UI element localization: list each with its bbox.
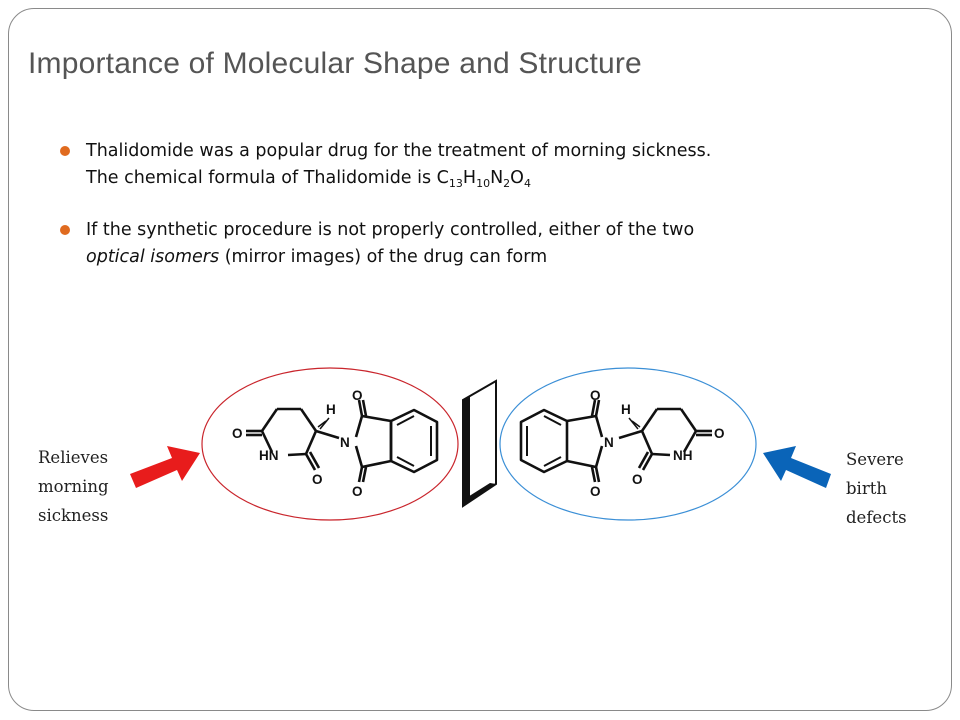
bullet-2-line-2: (mirror images) of the drug can form <box>219 247 548 267</box>
left-atom-o: O <box>232 426 243 441</box>
right-atom-o: O <box>590 388 601 403</box>
formula-o-count: 4 <box>523 177 531 190</box>
left-molecule <box>246 399 439 483</box>
left-label-line: Relieves <box>38 448 109 467</box>
right-isomer-ellipse <box>499 367 757 521</box>
left-atom-n: N <box>340 435 350 450</box>
right-molecule <box>519 399 712 483</box>
bullet-item-1: Thalidomide was a popular drug for the t… <box>60 138 886 192</box>
mirror-plane-icon <box>462 379 497 508</box>
left-label-line: morning <box>38 477 109 496</box>
right-atom-n: N <box>604 435 614 450</box>
right-atom-o: O <box>590 484 601 499</box>
left-atom-o: O <box>352 484 363 499</box>
right-label: Severe birth defects <box>846 445 907 532</box>
bullet-2-line-1: If the synthetic procedure is not proper… <box>86 220 695 240</box>
left-label-line: sickness <box>38 506 109 525</box>
left-atom-h: H <box>326 402 336 417</box>
left-atom-hn: HN <box>259 448 279 463</box>
formula-n-count: 2 <box>503 177 511 190</box>
right-atom-h: H <box>621 402 631 417</box>
formula-h-symbol: H <box>462 168 477 188</box>
bullet-item-2: If the synthetic procedure is not proper… <box>60 217 886 271</box>
right-atom-o: O <box>714 426 725 441</box>
left-atom-o: O <box>352 388 363 403</box>
right-atom-o: O <box>632 472 643 487</box>
formula-c-count: 13 <box>448 177 463 190</box>
right-label-line: birth <box>846 479 887 498</box>
right-atom-nh: NH <box>673 448 693 463</box>
right-arrow-icon <box>130 446 200 488</box>
right-label-line: Severe <box>846 450 904 469</box>
bullet-1-line-2: The chemical formula of Thalidomide is C <box>86 168 449 188</box>
slide-title: Importance of Molecular Shape and Struct… <box>28 47 642 80</box>
formula-o-symbol: O <box>510 168 524 188</box>
formula-h-count: 10 <box>476 177 491 190</box>
bullet-1-line-1: Thalidomide was a popular drug for the t… <box>86 141 712 161</box>
bullet-list: Thalidomide was a popular drug for the t… <box>60 138 886 296</box>
bullet-icon <box>60 225 70 235</box>
bullet-icon <box>60 146 70 156</box>
right-label-line: defects <box>846 508 907 527</box>
left-label: Relieves morning sickness <box>38 443 109 530</box>
slide-frame <box>8 8 952 711</box>
left-atom-o: O <box>312 472 323 487</box>
bullet-2-italic: optical isomers <box>86 247 220 267</box>
left-arrow-icon <box>763 446 831 488</box>
formula-n-symbol: N <box>490 168 504 188</box>
left-isomer-ellipse <box>201 367 459 521</box>
